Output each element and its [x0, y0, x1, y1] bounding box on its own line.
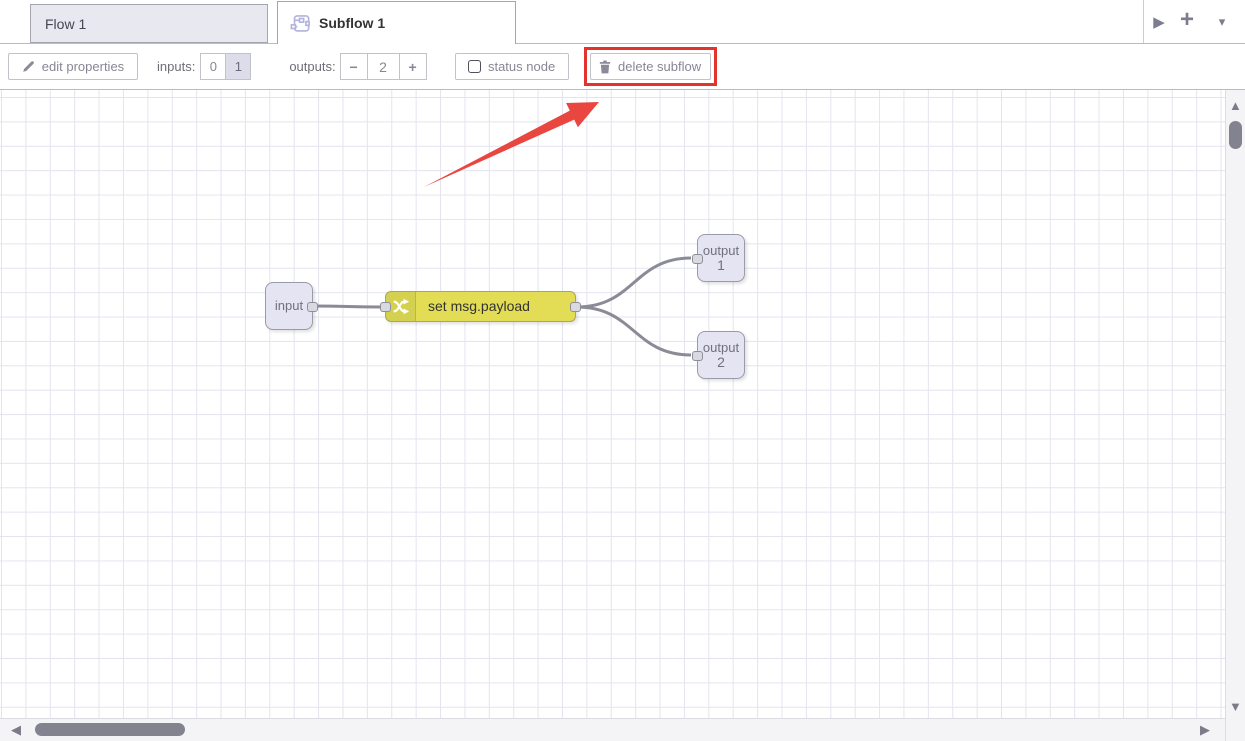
- status-node-label: status node: [487, 59, 556, 74]
- subflow-input-node[interactable]: input: [265, 282, 318, 330]
- flow-canvas[interactable]: input set msg.payload output 1 output: [0, 90, 1225, 718]
- wire-input-to-change[interactable]: [311, 304, 385, 309]
- subflow-icon: [290, 14, 310, 33]
- change-node-label: set msg.payload: [428, 298, 530, 314]
- status-node-button[interactable]: status node: [454, 53, 569, 80]
- edit-properties-button[interactable]: edit properties: [8, 53, 138, 80]
- shuffle-icon: [392, 298, 409, 315]
- increase-outputs-button[interactable]: +: [398, 53, 427, 80]
- vertical-scrollbar[interactable]: ▲ ▼: [1225, 90, 1245, 741]
- outputs-stepper: − 2 +: [339, 53, 427, 80]
- pencil-icon: [22, 60, 35, 73]
- change-node-input-port[interactable]: [380, 302, 391, 312]
- scroll-right-icon[interactable]: ▶: [1200, 722, 1210, 737]
- vertical-scrollbar-thumb[interactable]: [1229, 121, 1242, 149]
- output1-input-port[interactable]: [692, 254, 703, 264]
- wire-layer: [311, 102, 692, 357]
- subflow-output-node-2[interactable]: output 2: [692, 331, 745, 379]
- output2-number: 2: [717, 353, 725, 370]
- annotation-arrow: [424, 102, 599, 187]
- output2-label: output: [702, 339, 740, 355]
- inputs-toggle-group: 0 1: [200, 53, 252, 80]
- status-node-checkbox[interactable]: [467, 60, 481, 73]
- delete-subflow-label: delete subflow: [618, 59, 702, 74]
- red-highlight-rectangle: delete subflow: [583, 47, 717, 86]
- trash-icon: [599, 60, 611, 74]
- scroll-down-icon[interactable]: ▼: [1229, 699, 1242, 714]
- tab-subflow-1-label: Subflow 1: [319, 15, 386, 31]
- change-node[interactable]: set msg.payload: [380, 291, 581, 322]
- tab-list-menu-icon[interactable]: ▾: [1218, 13, 1226, 29]
- output2-input-port[interactable]: [692, 351, 703, 361]
- tab-scroll-right-icon[interactable]: ▶: [1153, 13, 1165, 31]
- horizontal-scrollbar-thumb[interactable]: [35, 723, 185, 736]
- delete-subflow-button[interactable]: delete subflow: [589, 53, 711, 80]
- wire-change-to-output2[interactable]: [576, 305, 692, 357]
- input-node-label: input: [274, 298, 304, 313]
- change-node-output-port[interactable]: [570, 302, 581, 312]
- scroll-up-icon[interactable]: ▲: [1229, 98, 1242, 113]
- scroll-left-icon[interactable]: ◀: [11, 722, 21, 737]
- outputs-count-value: 2: [366, 53, 400, 80]
- edit-properties-label: edit properties: [41, 59, 125, 74]
- wire-change-to-output1[interactable]: [576, 256, 692, 309]
- input-node-output-port[interactable]: [307, 302, 318, 312]
- output1-number: 1: [717, 256, 725, 273]
- inputs-label: inputs:: [157, 59, 196, 74]
- workspace-tabbar: Flow 1 Subflow 1 ▶ + ▾: [0, 0, 1245, 44]
- inputs-zero-button[interactable]: 0: [200, 53, 227, 80]
- output1-label: output: [702, 242, 740, 258]
- tab-flow-1-label: Flow 1: [45, 15, 87, 32]
- add-flow-icon[interactable]: +: [1179, 6, 1194, 33]
- horizontal-scrollbar[interactable]: ◀ ▶: [0, 718, 1225, 741]
- tab-flow-1[interactable]: Flow 1: [30, 4, 268, 43]
- tab-subflow-1[interactable]: Subflow 1: [277, 1, 516, 44]
- outputs-label: outputs:: [289, 59, 336, 74]
- tabbar-divider: [1143, 0, 1144, 43]
- subflow-output-node-1[interactable]: output 1: [692, 234, 745, 282]
- change-node-iconbox: [386, 292, 416, 321]
- decrease-outputs-button[interactable]: −: [339, 53, 368, 80]
- inputs-one-button[interactable]: 1: [225, 53, 252, 80]
- subflow-toolbar: edit properties inputs: 0 1 outputs: − 2…: [0, 44, 1245, 90]
